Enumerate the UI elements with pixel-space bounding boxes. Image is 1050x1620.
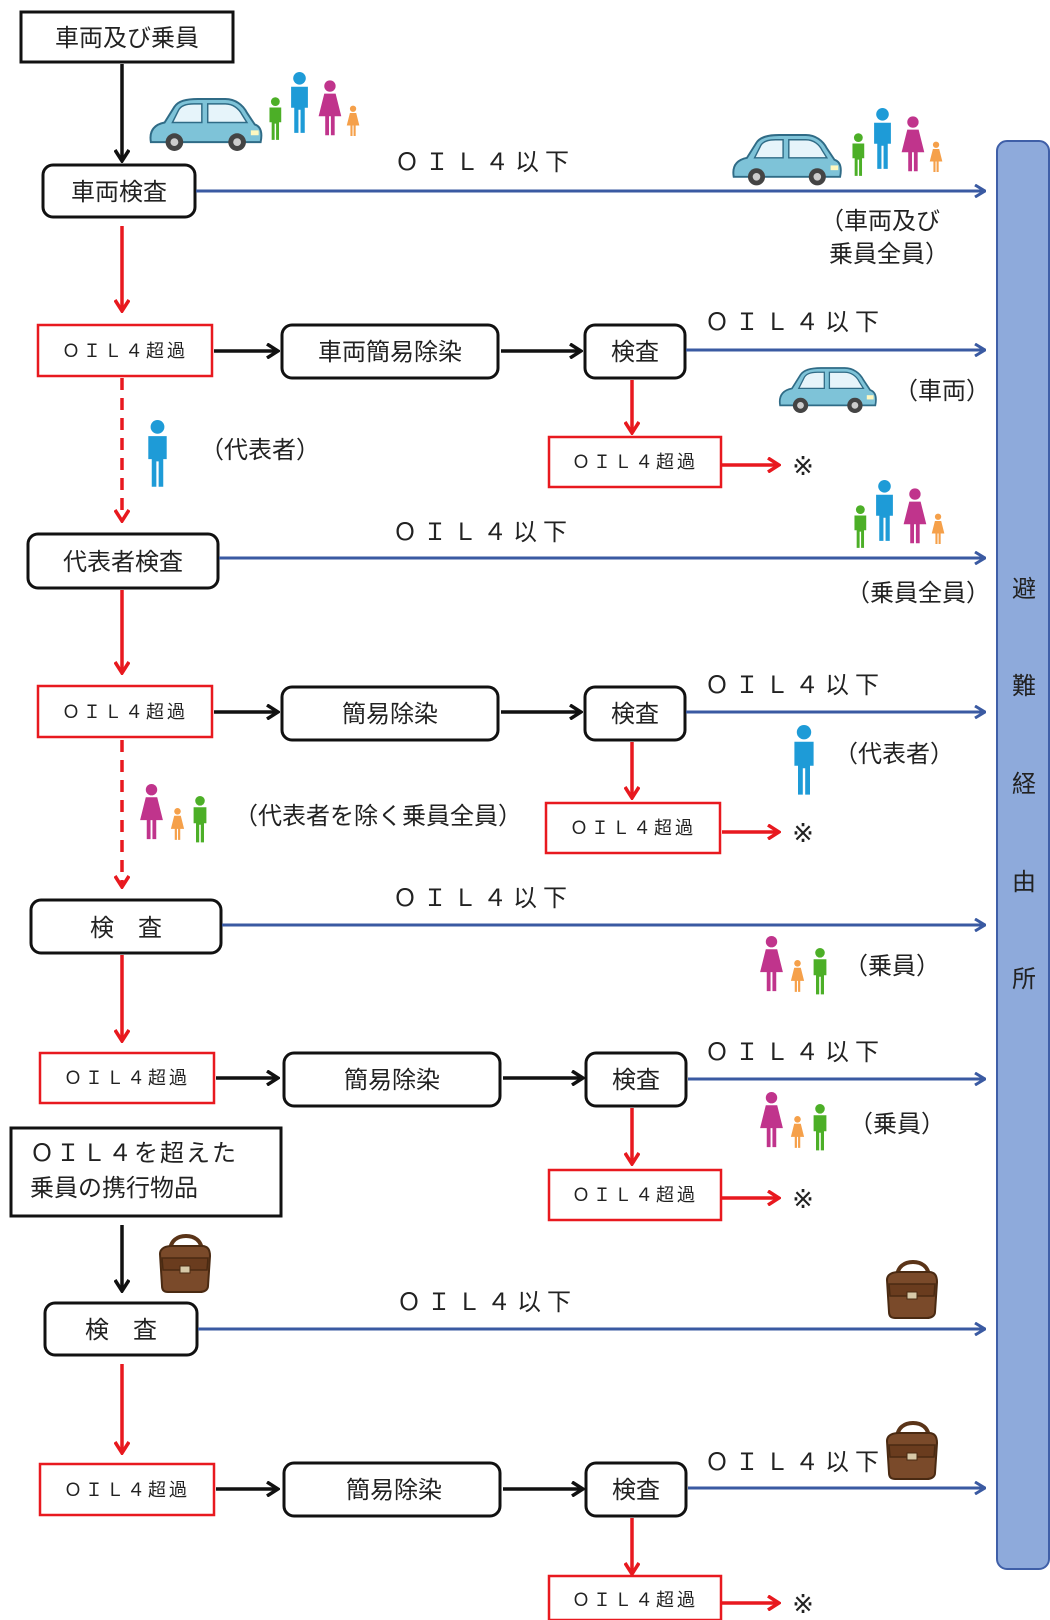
oil-exceed-box-4: ＯＩＬ４超過 [544,801,722,855]
shelter-char-2: 難 [1012,672,1036,700]
oil-exceed-label-8: ＯＩＬ４超過 [572,1590,698,1611]
inspection-box-6: 検査 [584,1461,688,1518]
caption-rep-1: （代表者） [200,436,320,464]
inspection-label-4: 検査 [612,1066,660,1094]
shelter-char-4: 由 [1012,868,1036,896]
baggage-box: ＯＩＬ４を超えた 乗員の携行物品 [9,1126,283,1218]
oil-exceed-label-1: ＯＩＬ４超過 [62,341,188,362]
oil-exceed-label-5: ＯＩＬ４超過 [64,1068,190,1089]
oil-exceed-label-3: ＯＩＬ４超過 [62,702,188,723]
caption-passengers-1: （乗員） [844,952,940,980]
start-box: 車両及び乗員 [19,10,235,64]
caption-vehicle-and-all-1: （車両及び [820,207,940,235]
car-icon [778,367,877,414]
oil-exceed-box-1: ＯＩＬ４超過 [36,323,214,378]
bag-icon [885,1260,939,1320]
shelter-char-3: 経 [1012,770,1036,798]
note-mark-1: ※ [792,452,814,482]
caption-rep-2: （代表者） [834,740,954,768]
oil-below-3: ＯＩＬ４以下 [393,518,573,546]
inspection-label-5: 検 査 [85,1316,157,1344]
oil-exceed-box-8: ＯＩＬ４超過 [547,1574,723,1620]
inspection-box-2: 検査 [583,685,687,742]
note-mark-4: ※ [792,1590,814,1620]
simple-decon-label-3: 簡易除染 [346,1476,442,1504]
caption-vehicle: （車両） [894,377,990,405]
family-icon [852,108,942,176]
caption-passengers-2: （乗員） [849,1110,945,1138]
oil-below-7: ＯＩＬ４以下 [397,1288,577,1316]
rep-inspection-box: 代表者検査 [26,532,220,590]
simple-decon-box-3: 簡易除染 [282,1461,502,1518]
family-icon [854,480,944,548]
person-icon [794,725,814,795]
caption-except-rep: （代表者を除く乗員全員） [234,802,522,830]
simple-decon-box-1: 簡易除染 [280,685,500,742]
vehicle-inspection-box: 車両検査 [41,163,197,219]
simple-decon-label-2: 簡易除染 [344,1066,440,1094]
family-icon [760,936,826,994]
vehicle-inspection-label: 車両検査 [71,178,167,206]
simple-decon-box-2: 簡易除染 [282,1051,502,1108]
oil-below-2: ＯＩＬ４以下 [705,308,885,336]
simple-decon-label-1: 簡易除染 [342,700,438,728]
oil-below-5: ＯＩＬ４以下 [393,884,573,912]
start-label: 車両及び乗員 [55,24,199,52]
inspection-label-3: 検 査 [90,914,162,942]
oil-exceed-label-4: ＯＩＬ４超過 [570,818,696,839]
family-icon [269,72,359,140]
inspection-box-3: 検 査 [29,898,223,955]
shelter-char-5: 所 [1012,965,1036,993]
oil-exceed-label-7: ＯＩＬ４超過 [64,1480,190,1501]
vehicle-simple-decon-box: 車両簡易除染 [280,323,500,380]
note-mark-2: ※ [792,819,814,849]
bag-icon [158,1234,212,1294]
oil-exceed-label-2: ＯＩＬ４超過 [572,452,698,473]
rep-inspection-label: 代表者検査 [63,548,183,576]
oil-exceed-box-5: ＯＩＬ４超過 [38,1051,216,1105]
oil-below-1: ＯＩＬ４以下 [395,148,575,176]
oil-exceed-box-3: ＯＩＬ４超過 [36,684,214,739]
inspection-label-6: 検査 [612,1476,660,1504]
oil-exceed-box-2: ＯＩＬ４超過 [547,435,723,489]
bag-icon [885,1421,939,1481]
note-mark-3: ※ [792,1185,814,1215]
oil-exceed-box-7: ＯＩＬ４超過 [38,1462,216,1517]
inspection-label-1: 検査 [611,338,659,366]
baggage-line2: 乗員の携行物品 [30,1174,198,1202]
baggage-line1: ＯＩＬ４を超えた [30,1139,238,1167]
oil-exceed-box-6: ＯＩＬ４超過 [547,1168,723,1222]
family-icon [760,1092,826,1150]
oil-below-4: ＯＩＬ４以下 [705,671,885,699]
vehicle-simple-decon-label: 車両簡易除染 [318,338,462,366]
oil-below-8: ＯＩＬ４以下 [705,1448,885,1476]
person-icon [148,420,167,487]
caption-vehicle-and-all-2: 乗員全員） [829,240,949,268]
car-icon [732,134,842,187]
oil-exceed-label-6: ＯＩＬ４超過 [572,1185,698,1206]
oil-below-6: ＯＩＬ４以下 [705,1038,885,1066]
inspection-box-4: 検査 [584,1051,688,1108]
car-icon [149,98,263,152]
inspection-box-1: 検査 [583,323,687,380]
caption-all-passengers: （乗員全員） [846,579,990,607]
family-icon [140,784,206,842]
inspection-box-5: 検 査 [43,1301,199,1357]
inspection-label-2: 検査 [611,700,659,728]
shelter-column: 避 難 経 由 所 [996,140,1050,1570]
shelter-char-1: 避 [1012,575,1036,603]
